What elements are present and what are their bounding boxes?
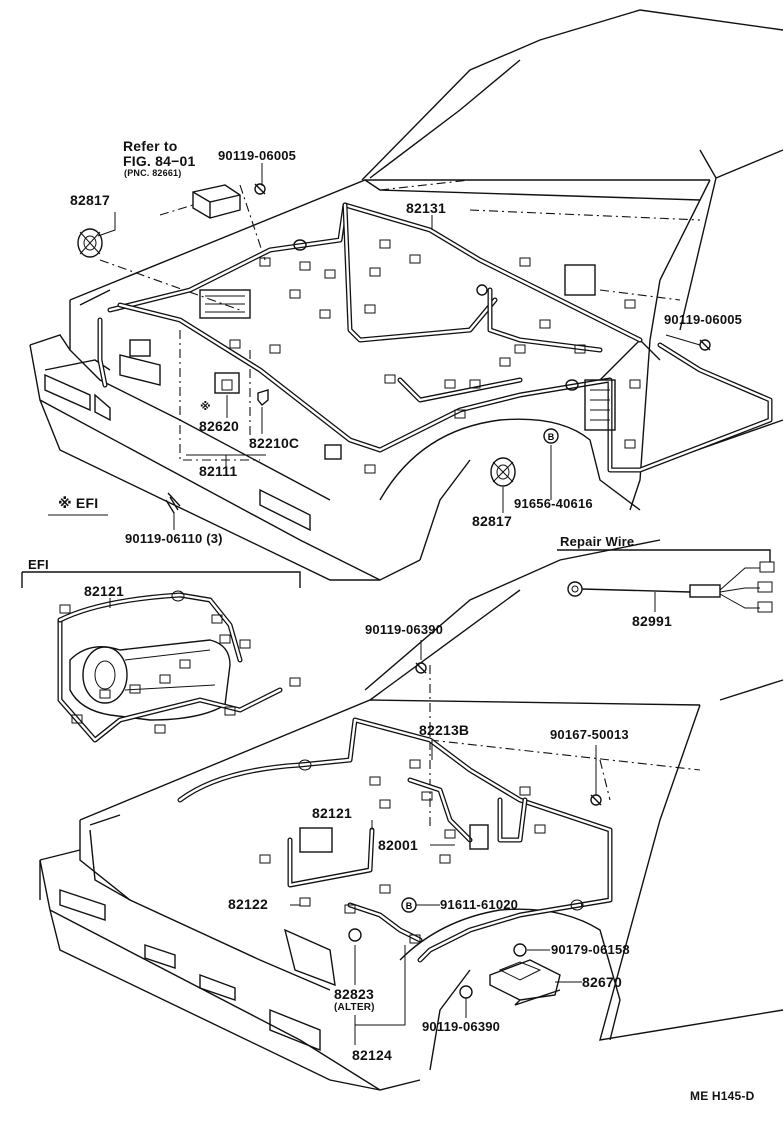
label-82213b: 82213B	[419, 722, 470, 738]
label-90119-06390-bottom: 90119-06390	[422, 1019, 501, 1034]
label-82001: 82001	[378, 837, 418, 853]
label-90119-06005-top: 90119-06005	[218, 148, 297, 163]
label-82121: 82121	[312, 805, 352, 821]
label-90167-50013: 90167-50013	[550, 727, 629, 742]
bolt-symbol-bottom: B	[406, 901, 413, 911]
top-wire-harness	[97, 202, 773, 474]
label-91611-61020: 91611-61020	[440, 897, 519, 912]
label-82124: 82124	[352, 1047, 392, 1063]
label-82620: 82620	[199, 418, 239, 434]
label-90179-06158: 90179-06158	[551, 942, 630, 957]
label-82121-efi: 82121	[84, 583, 124, 599]
label-efi-note: ※ EFI	[58, 495, 99, 511]
efi-section-title: EFI	[28, 557, 49, 572]
efi-inset	[21, 571, 301, 743]
bottom-car-body	[39, 539, 784, 1091]
label-refer-to: Refer to	[123, 138, 178, 154]
bottom-wire-harness	[177, 717, 613, 963]
label-82210c: 82210C	[249, 435, 300, 451]
top-parts: B	[48, 163, 711, 530]
label-fig-84-01: FIG. 84−01	[123, 153, 196, 169]
label-82111: 82111	[199, 463, 238, 479]
repair-wire-title: Repair Wire	[560, 534, 635, 549]
label-82991: 82991	[632, 613, 672, 629]
label-82131: 82131	[406, 200, 446, 216]
bottom-parts: B	[290, 640, 602, 1045]
top-car-body	[29, 9, 784, 581]
repair-wire	[557, 549, 775, 613]
diagram-code: ME H145-D	[690, 1089, 755, 1103]
label-90119-06110: 90119-06110 (3)	[125, 531, 223, 546]
label-82817-bottom: 82817	[472, 513, 512, 529]
label-90119-06005-right: 90119-06005	[664, 312, 743, 327]
label-82817-left: 82817	[70, 192, 110, 208]
label-pnc-82661: (PNC. 82661)	[124, 168, 182, 178]
label-82122: 82122	[228, 896, 268, 912]
asterisk-82620: ※	[200, 401, 211, 413]
label-alter: (ALTER)	[334, 1002, 375, 1013]
label-91656-40616: 91656-40616	[514, 496, 593, 511]
bolt-symbol-top: B	[548, 432, 555, 442]
label-82823: 82823	[334, 986, 374, 1002]
label-82670: 82670	[582, 974, 622, 990]
label-90119-06390-top: 90119-06390	[365, 622, 444, 637]
